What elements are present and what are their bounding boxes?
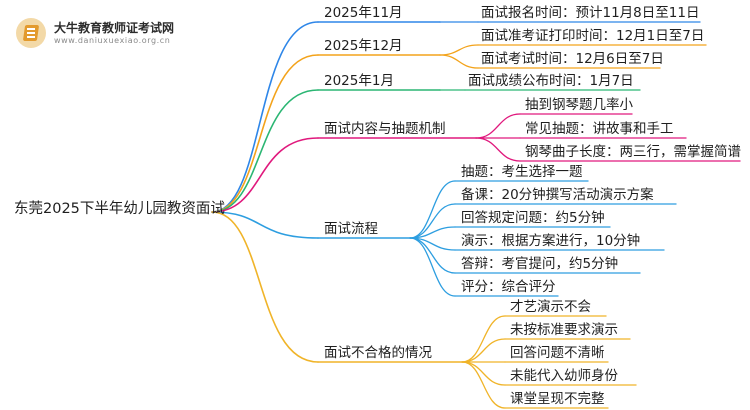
branch-process-item: 评分：综合评分 <box>461 279 556 295</box>
child-connector <box>439 54 479 69</box>
branch-fail-item: 未按标准要求演示 <box>510 322 618 338</box>
logo-name: 大牛教育教师证考试网 <box>54 21 175 35</box>
child-connector <box>461 338 506 363</box>
branch-content-item: 抽到钢琴题几率小 <box>525 97 633 113</box>
branch-dec-item: 面试准考证打印时间：12月1日至7日 <box>481 28 705 44</box>
branch-fail-item: 未能代入幼师身份 <box>510 368 618 384</box>
child-connector <box>409 180 456 239</box>
branch-fail: 面试不合格的情况 <box>324 345 432 361</box>
branch-process-item: 备课：20分钟撰写活动演示方案 <box>461 187 654 203</box>
branch-process-item: 演示：根据方案进行，10分钟 <box>461 233 641 249</box>
branch-content: 面试内容与抽题机制 <box>324 121 446 137</box>
branch-jan-item: 面试成绩公布时间：1月7日 <box>468 73 634 89</box>
branch-connector <box>211 211 319 363</box>
child-connector <box>461 361 506 386</box>
branch-fail-item: 课堂呈现不完整 <box>510 391 605 407</box>
branch-fail-item: 才艺演示不会 <box>510 299 591 315</box>
branch-fail-item: 回答问题不清晰 <box>510 345 605 361</box>
site-logo[interactable]: 大牛教育教师证考试网 www.daniuxuexiao.org.cn <box>10 14 210 54</box>
branch-connector <box>211 54 319 213</box>
branch-nov: 2025年11月 <box>324 5 403 21</box>
book-icon <box>16 18 46 48</box>
branch-process-item: 抽题：考生选择一题 <box>461 164 583 180</box>
child-connector <box>461 315 506 363</box>
branch-content-item: 常见抽题：讲故事和手工 <box>525 121 674 137</box>
branch-dec: 2025年12月 <box>324 38 403 54</box>
child-connector <box>409 237 456 297</box>
branch-jan: 2025年1月 <box>324 73 394 89</box>
branch-dec-item: 面试考试时间：12月6日至7日 <box>481 51 664 67</box>
mindmap-root: 东莞2025下半年幼儿园教资面试 <box>14 201 225 217</box>
branch-process-item: 答辩：考官提问，约5分钟 <box>461 256 619 272</box>
child-connector <box>409 203 456 239</box>
branch-nov-item: 面试报名时间：预计11月8日至11日 <box>481 5 700 21</box>
branch-process: 面试流程 <box>324 221 378 237</box>
child-connector <box>461 361 506 409</box>
branch-connector <box>211 211 319 239</box>
branch-connector <box>211 137 319 213</box>
branch-content-item: 钢琴曲子长度：两三行，需掌握简谱 <box>525 144 741 160</box>
logo-url: www.daniuxuexiao.org.cn <box>54 36 171 45</box>
child-connector <box>439 44 479 56</box>
branch-connector <box>211 21 319 213</box>
child-connector <box>475 137 521 162</box>
branch-connector <box>211 89 319 213</box>
branch-process-item: 回答规定问题：约5分钟 <box>461 210 605 226</box>
child-connector <box>475 113 521 139</box>
